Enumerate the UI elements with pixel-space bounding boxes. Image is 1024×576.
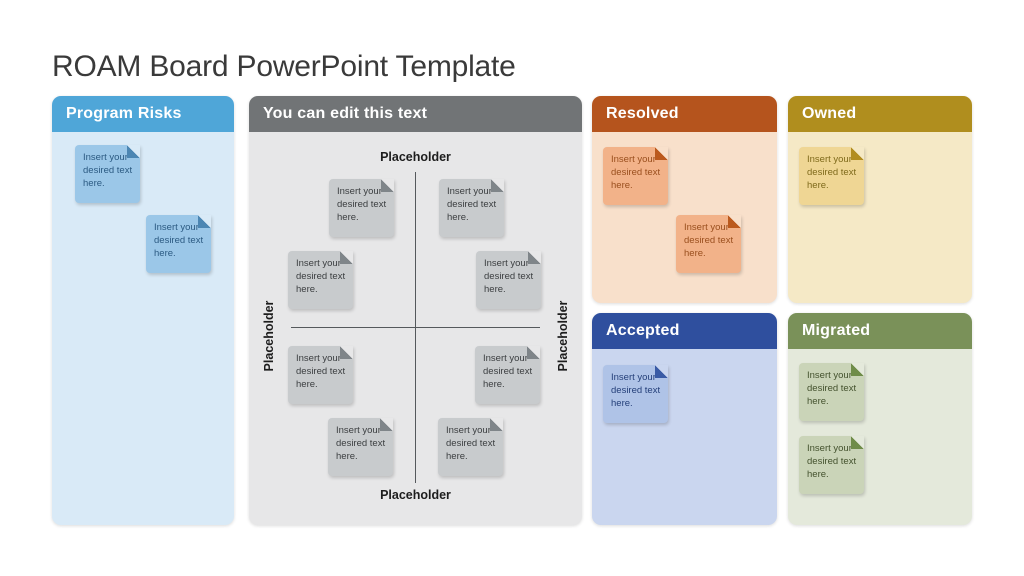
folded-corner-icon bbox=[340, 346, 353, 359]
folded-corner-icon bbox=[655, 147, 668, 160]
folded-corner-icon bbox=[198, 215, 211, 228]
panel-accepted: Accepted Insert your desired text here. bbox=[592, 313, 777, 525]
sticky-note[interactable]: Insert your desired text here. bbox=[603, 147, 668, 205]
sticky-note[interactable]: Insert your desired text here. bbox=[676, 215, 741, 273]
sticky-note-text: Insert your desired text here. bbox=[684, 222, 734, 259]
sticky-note-text: Insert your desired text here. bbox=[483, 353, 533, 390]
sticky-note-text: Insert your desired text here. bbox=[484, 258, 534, 295]
sticky-note-text: Insert your desired text here. bbox=[807, 154, 857, 191]
folded-corner-icon bbox=[491, 179, 504, 192]
sticky-note[interactable]: Insert your desired text here. bbox=[146, 215, 211, 273]
sticky-note[interactable]: Insert your desired text here. bbox=[799, 363, 864, 421]
sticky-note-text: Insert your desired text here. bbox=[611, 372, 661, 409]
folded-corner-icon bbox=[655, 365, 668, 378]
sticky-note[interactable]: Insert your desired text here. bbox=[476, 251, 541, 309]
folded-corner-icon bbox=[527, 346, 540, 359]
folded-corner-icon bbox=[380, 418, 393, 431]
slide-title[interactable]: ROAM Board PowerPoint Template bbox=[52, 50, 516, 84]
folded-corner-icon bbox=[528, 251, 541, 264]
sticky-note[interactable]: Insert your desired text here. bbox=[328, 418, 393, 476]
folded-corner-icon bbox=[127, 145, 140, 158]
quadrant-horizontal-axis bbox=[291, 327, 540, 328]
sticky-note[interactable]: Insert your desired text here. bbox=[438, 418, 503, 476]
panel-header-accepted[interactable]: Accepted bbox=[592, 313, 777, 349]
sticky-note[interactable]: Insert your desired text here. bbox=[329, 179, 394, 237]
panel-header-quadrant[interactable]: You can edit this text bbox=[249, 96, 582, 132]
panel-header-migrated[interactable]: Migrated bbox=[788, 313, 972, 349]
sticky-note[interactable]: Insert your desired text here. bbox=[439, 179, 504, 237]
panel-header-resolved[interactable]: Resolved bbox=[592, 96, 777, 132]
panel-program-risks: Program Risks Insert your desired text h… bbox=[52, 96, 234, 525]
folded-corner-icon bbox=[851, 436, 864, 449]
axis-label-bottom[interactable]: Placeholder bbox=[380, 488, 451, 502]
sticky-note-text: Insert your desired text here. bbox=[154, 222, 204, 259]
sticky-note-text: Insert your desired text here. bbox=[336, 425, 386, 462]
sticky-note[interactable]: Insert your desired text here. bbox=[75, 145, 140, 203]
axis-label-left[interactable]: Placeholder bbox=[262, 300, 276, 372]
sticky-note-text: Insert your desired text here. bbox=[807, 443, 857, 480]
panel-migrated: Migrated Insert your desired text here. … bbox=[788, 313, 972, 525]
folded-corner-icon bbox=[851, 363, 864, 376]
panel-owned: Owned Insert your desired text here. bbox=[788, 96, 972, 303]
axis-label-top[interactable]: Placeholder bbox=[380, 150, 451, 164]
folded-corner-icon bbox=[340, 251, 353, 264]
sticky-note-text: Insert your desired text here. bbox=[296, 353, 346, 390]
sticky-note[interactable]: Insert your desired text here. bbox=[799, 147, 864, 205]
sticky-note-text: Insert your desired text here. bbox=[337, 186, 387, 223]
sticky-note-text: Insert your desired text here. bbox=[807, 370, 857, 407]
panel-header-owned[interactable]: Owned bbox=[788, 96, 972, 132]
panel-header-program-risks[interactable]: Program Risks bbox=[52, 96, 234, 132]
sticky-note-text: Insert your desired text here. bbox=[611, 154, 661, 191]
sticky-note[interactable]: Insert your desired text here. bbox=[475, 346, 540, 404]
folded-corner-icon bbox=[490, 418, 503, 431]
sticky-note[interactable]: Insert your desired text here. bbox=[288, 251, 353, 309]
sticky-note-text: Insert your desired text here. bbox=[83, 152, 133, 189]
folded-corner-icon bbox=[851, 147, 864, 160]
folded-corner-icon bbox=[381, 179, 394, 192]
sticky-note-text: Insert your desired text here. bbox=[446, 425, 496, 462]
sticky-note-text: Insert your desired text here. bbox=[447, 186, 497, 223]
axis-label-right[interactable]: Placeholder bbox=[556, 300, 570, 372]
sticky-note-text: Insert your desired text here. bbox=[296, 258, 346, 295]
folded-corner-icon bbox=[728, 215, 741, 228]
panel-quadrant: You can edit this text Placeholder Place… bbox=[249, 96, 582, 525]
sticky-note[interactable]: Insert your desired text here. bbox=[799, 436, 864, 494]
panel-resolved: Resolved Insert your desired text here. … bbox=[592, 96, 777, 303]
sticky-note[interactable]: Insert your desired text here. bbox=[603, 365, 668, 423]
sticky-note[interactable]: Insert your desired text here. bbox=[288, 346, 353, 404]
